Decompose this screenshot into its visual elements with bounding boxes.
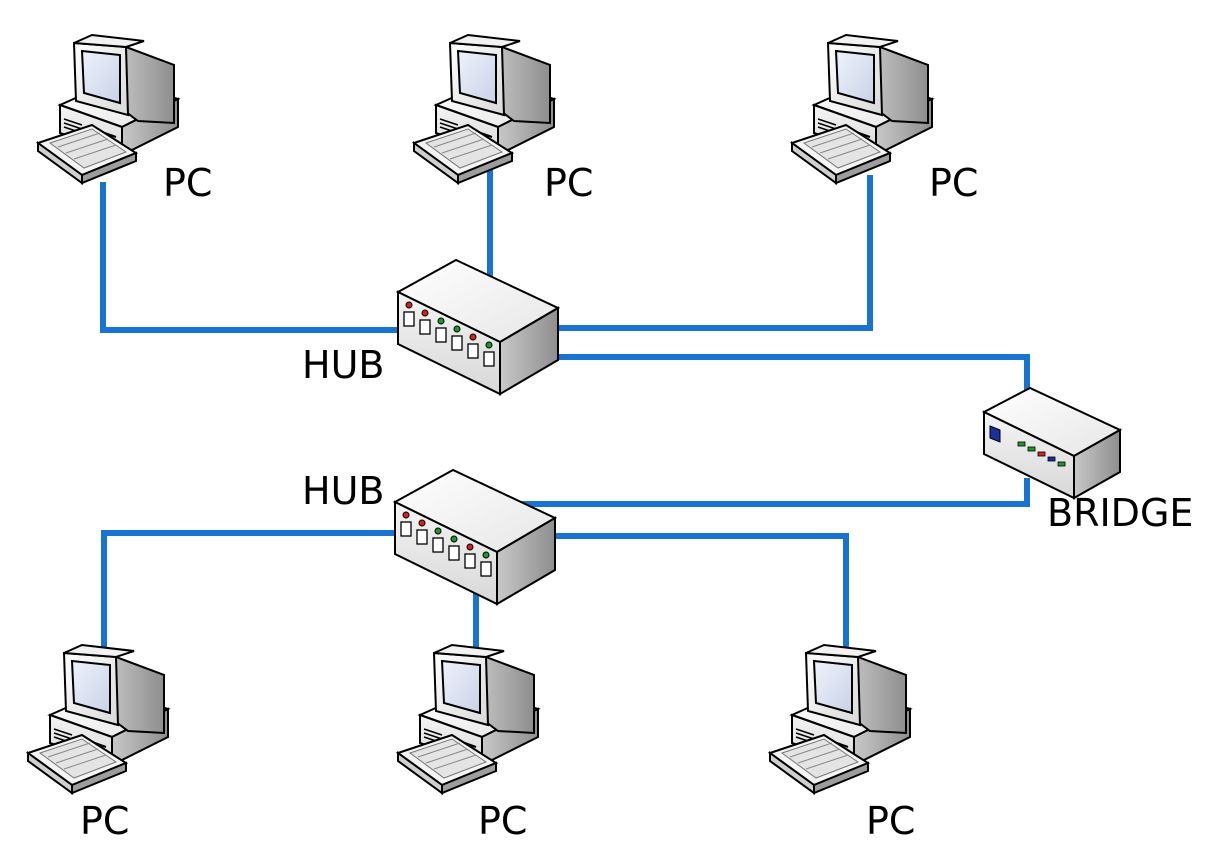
network-cables [100, 145, 1030, 655]
cable-pc-top-right [555, 175, 873, 331]
cable-pc-bottom-right [548, 533, 849, 655]
hub-bottom-label: HUB [302, 469, 385, 513]
pc-bottom-center-label: PC [478, 799, 528, 843]
hub-top-label: HUB [302, 343, 385, 387]
bridge-label: BRIDGE [1047, 491, 1194, 535]
cable-hub-bottom-bridge [498, 478, 1030, 507]
pc-top-right-icon [791, 34, 933, 184]
hub-bottom-icon [394, 469, 556, 605]
pc-bottom-center-icon [397, 644, 539, 794]
bridge-icon [983, 387, 1121, 499]
pc-bottom-right-label: PC [866, 799, 916, 843]
cable-hub-top-bridge [555, 354, 1030, 392]
pc-bottom-left-label: PC [80, 799, 130, 843]
pc-bottom-left-icon [27, 644, 169, 794]
pc-bottom-right-icon [769, 644, 911, 794]
pc-top-center-icon [413, 34, 555, 184]
cable-pc-bottom-left [101, 530, 397, 650]
pc-top-right-label: PC [929, 161, 979, 205]
cable-pc-top-left [100, 182, 400, 333]
hub-top-icon [397, 259, 559, 395]
pc-top-left-icon [37, 34, 179, 184]
pc-top-left-label: PC [163, 161, 213, 205]
pc-top-center-label: PC [544, 161, 594, 205]
